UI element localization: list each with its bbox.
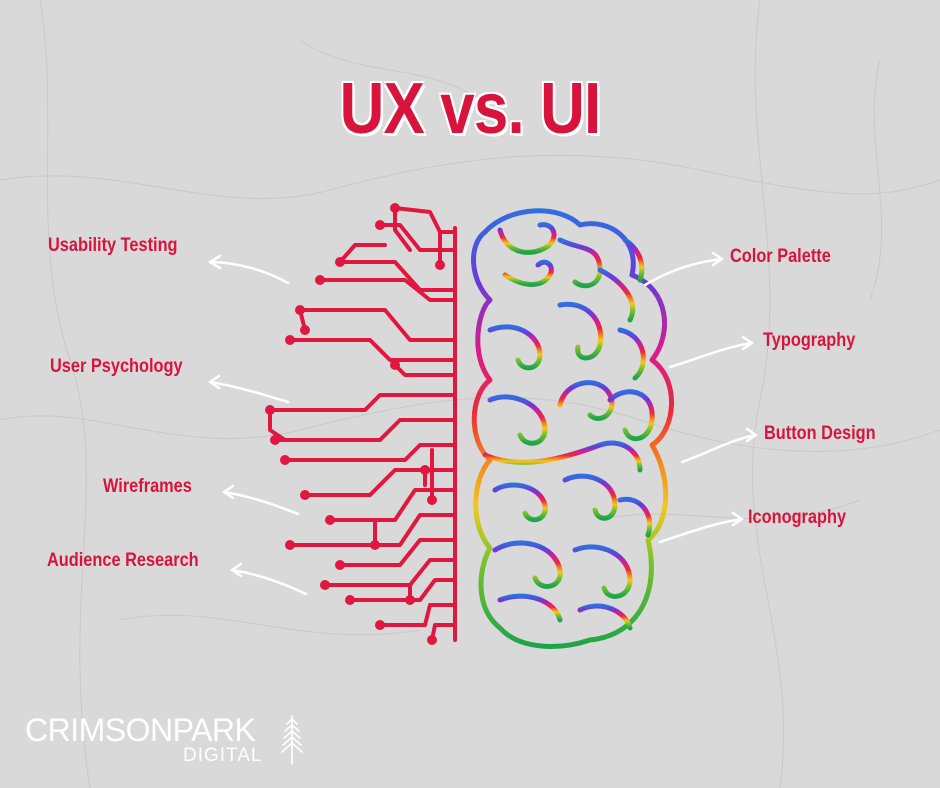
- label-typography: Typography: [763, 330, 856, 351]
- label-wireframes: Wireframes: [103, 476, 192, 497]
- logo-main-text: CRIMSONPARK: [25, 712, 256, 748]
- arrow-color: [643, 257, 724, 287]
- circuit-half: [268, 206, 457, 642]
- arrow-iconography: [658, 517, 744, 544]
- arrow-button: [680, 433, 758, 464]
- label-audience-research: Audience Research: [47, 550, 199, 571]
- arrow-typography: [668, 341, 754, 369]
- label-iconography: Iconography: [748, 507, 847, 528]
- arrow-wireframes: [222, 490, 300, 516]
- arrow-usability: [208, 260, 290, 285]
- label-user-psychology: User Psychology: [50, 356, 183, 377]
- label-color-palette: Color Palette: [730, 246, 831, 267]
- arrows: [208, 251, 758, 596]
- pine-tree-icon: [281, 715, 303, 765]
- arrow-audience: [230, 568, 308, 596]
- arrow-psychology: [208, 380, 290, 404]
- rainbow-brain-half: [471, 208, 674, 649]
- label-button-design: Button Design: [764, 423, 876, 444]
- label-usability-testing: Usability Testing: [48, 235, 178, 256]
- brand-logo: CRIMSONPARK DIGITAL: [25, 712, 325, 772]
- logo-sub-text: DIGITAL: [183, 745, 263, 766]
- circuit-nodes: [265, 203, 445, 645]
- page-title: UX vs. UI: [339, 69, 602, 149]
